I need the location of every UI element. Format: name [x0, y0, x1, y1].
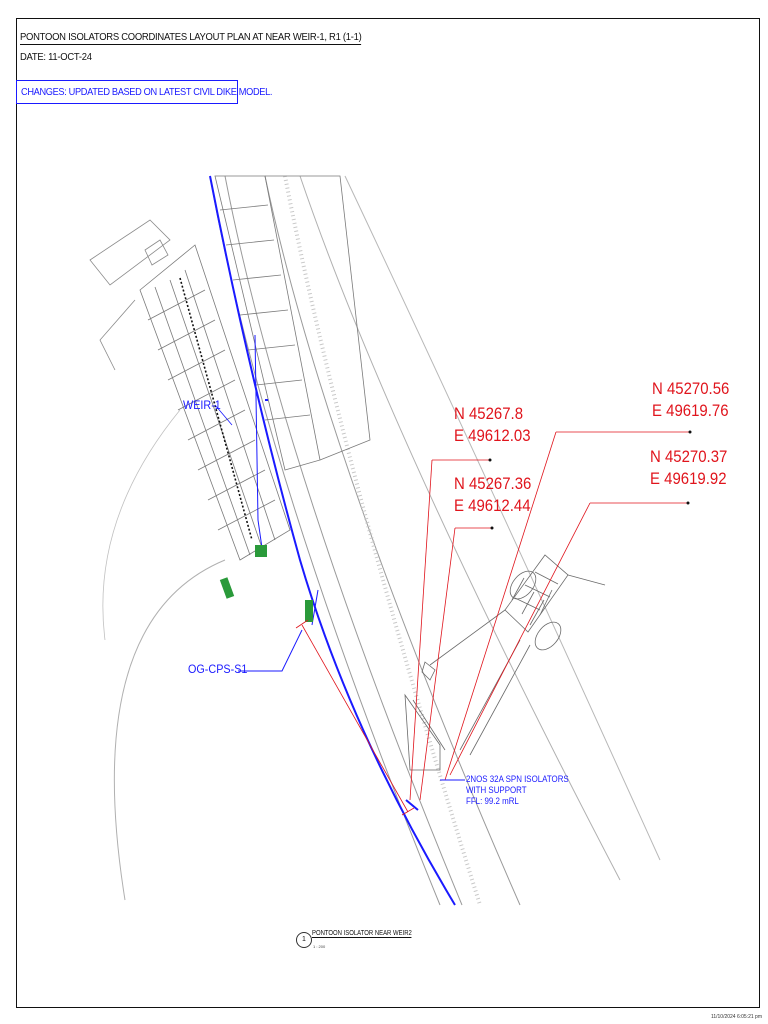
ground-outline [113, 559, 226, 901]
weir-label: WEIR-1 [183, 398, 221, 412]
coordinate-label-4: N 45270.37 E 49619.92 [650, 446, 727, 490]
isolator-marker [405, 799, 419, 811]
cable-branch [254, 334, 263, 549]
view-number: 1 [296, 932, 312, 948]
ground-outline-inner [102, 409, 181, 641]
dimension-line [301, 624, 409, 813]
coordinate-label-1: N 45267.8 E 49612.03 [454, 403, 531, 447]
coordinate-label-2: N 45267.36 E 49612.44 [454, 473, 531, 517]
northing-1: N 45267.8 [454, 404, 524, 423]
dike-edge-3 [264, 175, 521, 906]
cable-route [209, 175, 456, 906]
sheet-title: PONTOON ISOLATORS COORDINATES LAYOUT PLA… [20, 31, 362, 45]
weir-leader [214, 404, 233, 426]
isolator-note: 2NOS 32A SPN ISOLATORS WITH SUPPORT FFL:… [466, 774, 569, 807]
easting-2: E 49612.44 [454, 496, 531, 515]
equipment-marker-2 [255, 545, 267, 557]
weir-upper-structure [89, 219, 171, 371]
equipment-marker-3 [305, 600, 313, 622]
changes-box: CHANGES: UPDATED BASED ON LATEST CIVIL D… [16, 80, 272, 104]
easting-3: E 49619.76 [652, 401, 729, 420]
equipment-marker-1 [219, 577, 235, 599]
northing-2: N 45267.36 [454, 474, 532, 493]
coordinate-leaders [409, 431, 690, 801]
northing-4: N 45270.37 [650, 447, 728, 466]
pontoon-structure [404, 554, 606, 771]
weir-structure [139, 244, 291, 561]
dike-edge-2 [224, 175, 463, 906]
og-cps-label: OG-CPS-S1 [188, 662, 248, 676]
isolator-note-line2: WITH SUPPORT [466, 785, 527, 795]
dike-bays [214, 175, 371, 471]
dike-edge-5 [344, 175, 661, 861]
easting-1: E 49612.03 [454, 426, 531, 445]
coordinate-points [488, 430, 692, 530]
sheet-border [16, 18, 760, 1008]
view-title: PONTOON ISOLATOR NEAR WEIR2 [312, 930, 412, 938]
northing-3: N 45270.56 [652, 379, 730, 398]
weir-centerline [179, 277, 253, 541]
dimension-ticks [295, 619, 415, 816]
og-leader [238, 629, 303, 672]
print-timestamp: 11/10/2024 6:05:21 pm [710, 1014, 762, 1020]
easting-4: E 49619.92 [650, 469, 727, 488]
coordinate-label-3: N 45270.56 E 49619.76 [652, 378, 729, 422]
sheet-date: DATE: 11-OCT-24 [20, 51, 92, 63]
isolator-note-line3: FFL: 99.2 mRL [466, 796, 519, 806]
isolator-note-line1: 2NOS 32A SPN ISOLATORS [466, 774, 569, 784]
view-scale: 1 : 200 [313, 944, 326, 949]
dike-edge-4 [299, 175, 621, 881]
changes-note: CHANGES: UPDATED BASED ON LATEST CIVIL D… [21, 86, 273, 98]
